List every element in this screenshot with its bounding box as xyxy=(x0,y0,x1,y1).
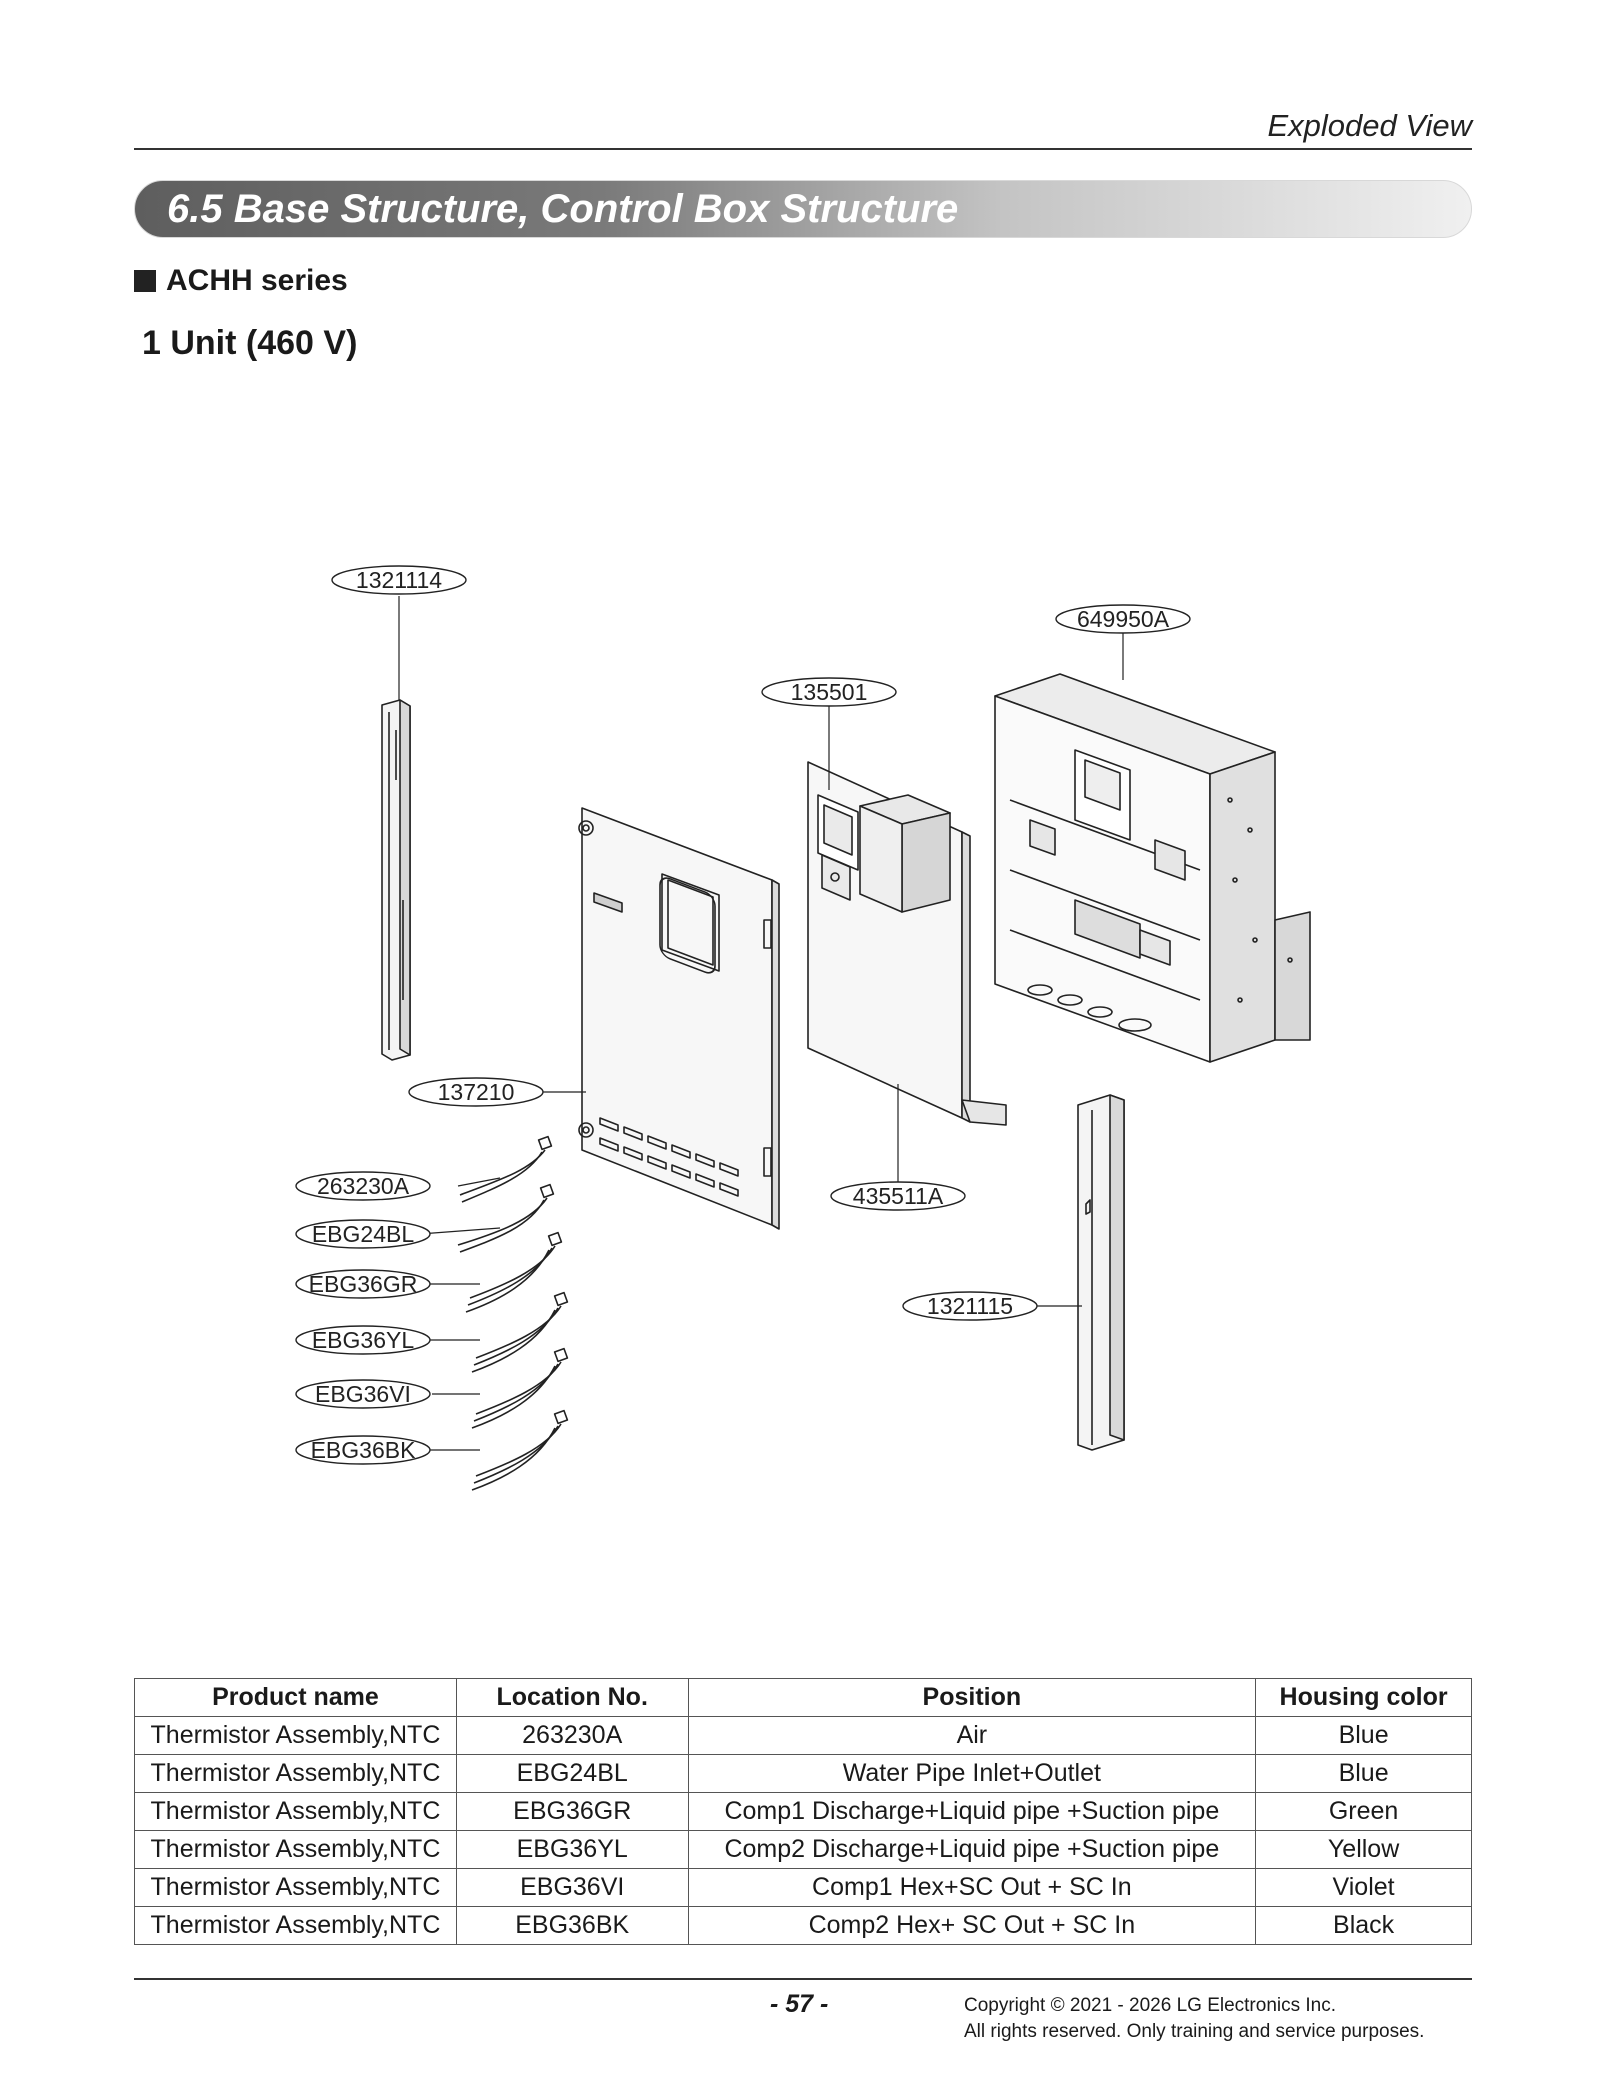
copyright-line-1: Copyright © 2021 - 2026 LG Electronics I… xyxy=(964,1995,1337,2016)
section-title-banner: 6.5 Base Structure, Control Box Structur… xyxy=(134,180,1472,238)
thermistor-harness-EBG36VI xyxy=(471,1347,569,1429)
cell-product-name: Thermistor Assembly,NTC xyxy=(134,1792,457,1831)
table-row: Thermistor Assembly,NTC 263230A Air Blue xyxy=(134,1716,1472,1755)
cell-housing-color: Black xyxy=(1255,1906,1472,1945)
unit-heading: 1 Unit (460 V) xyxy=(142,324,358,362)
cell-housing-color: Green xyxy=(1255,1792,1472,1831)
page-number: - 57 - xyxy=(770,1990,829,2018)
table-row: Thermistor Assembly,NTC EBG36GR Comp1 Di… xyxy=(134,1792,1472,1831)
header-divider xyxy=(134,148,1472,150)
table-row: Thermistor Assembly,NTC EBG36YL Comp2 Di… xyxy=(134,1830,1472,1869)
cell-housing-color: Blue xyxy=(1255,1754,1472,1793)
callout-EBG36YL: EBG36YL xyxy=(312,1327,414,1353)
front-door-panel-part xyxy=(578,807,780,1230)
table-row: Thermistor Assembly,NTC EBG36BK Comp2 He… xyxy=(134,1906,1472,1945)
copyright-notice: Copyright © 2021 - 2026 LG Electronics I… xyxy=(964,1993,1424,2045)
left-side-rail-part xyxy=(381,699,411,1061)
callout-1321115: 1321115 xyxy=(927,1293,1013,1319)
thermistor-harness-EBG36GR xyxy=(465,1231,563,1313)
cell-position: Comp2 Discharge+Liquid pipe +Suction pip… xyxy=(687,1830,1257,1869)
section-header-label: Exploded View xyxy=(1267,108,1472,143)
table-header-row: Product name Location No. Position Housi… xyxy=(134,1678,1472,1717)
callout-137210: 137210 xyxy=(438,1079,515,1105)
table-row: Thermistor Assembly,NTC EBG36VI Comp1 He… xyxy=(134,1868,1472,1907)
callout-435511A: 435511A xyxy=(853,1183,944,1209)
callout-649950A: 649950A xyxy=(1077,606,1170,632)
cell-location-no: 263230A xyxy=(455,1716,689,1755)
thermistor-harness-EBG36YL xyxy=(471,1291,569,1373)
cell-housing-color: Yellow xyxy=(1255,1830,1472,1869)
cell-product-name: Thermistor Assembly,NTC xyxy=(134,1754,457,1793)
thermistor-parts-table: Product name Location No. Position Housi… xyxy=(134,1678,1472,1945)
right-side-rail-part xyxy=(1077,1094,1125,1451)
cell-housing-color: Violet xyxy=(1255,1868,1472,1907)
square-bullet-icon xyxy=(134,270,156,292)
cell-location-no: EBG24BL xyxy=(455,1754,689,1793)
callout-263230A: 263230A xyxy=(317,1173,410,1199)
cell-location-no: EBG36YL xyxy=(455,1830,689,1869)
control-box-part xyxy=(994,673,1311,1063)
cell-location-no: EBG36BK xyxy=(455,1906,689,1945)
table-row: Thermistor Assembly,NTC EBG24BL Water Pi… xyxy=(134,1754,1472,1793)
column-header-housing-color: Housing color xyxy=(1255,1678,1472,1717)
column-header-product-name: Product name xyxy=(134,1678,457,1717)
cell-position: Comp1 Discharge+Liquid pipe +Suction pip… xyxy=(687,1792,1257,1831)
cell-location-no: EBG36GR xyxy=(455,1792,689,1831)
callout-135501: 135501 xyxy=(791,679,868,705)
series-heading: ACHH series xyxy=(134,264,348,298)
cell-product-name: Thermistor Assembly,NTC xyxy=(134,1716,457,1755)
callout-EBG36GR: EBG36GR xyxy=(309,1271,418,1297)
copyright-line-2: All rights reserved. Only training and s… xyxy=(964,2021,1425,2042)
cell-position: Air xyxy=(687,1716,1257,1755)
cell-position: Water Pipe Inlet+Outlet xyxy=(687,1754,1257,1793)
exploded-view-diagram: 1321114 649950A 135501 137210 263230A EB… xyxy=(295,565,1311,1491)
cell-position: Comp1 Hex+SC Out + SC In xyxy=(687,1868,1257,1907)
column-header-location-no: Location No. xyxy=(455,1678,689,1717)
series-label: ACHH series xyxy=(166,264,348,297)
cell-product-name: Thermistor Assembly,NTC xyxy=(134,1830,457,1869)
thermistor-harness-263230A xyxy=(459,1135,553,1203)
cell-position: Comp2 Hex+ SC Out + SC In xyxy=(687,1906,1257,1945)
inner-panel-part xyxy=(807,761,1007,1126)
section-title: 6.5 Base Structure, Control Box Structur… xyxy=(167,187,959,231)
footer-divider xyxy=(134,1978,1472,1980)
callout-EBG24BL: EBG24BL xyxy=(312,1221,414,1247)
callout-EBG36BK: EBG36BK xyxy=(311,1437,416,1463)
column-header-position: Position xyxy=(687,1678,1257,1717)
cell-location-no: EBG36VI xyxy=(455,1868,689,1907)
cell-housing-color: Blue xyxy=(1255,1716,1472,1755)
cell-product-name: Thermistor Assembly,NTC xyxy=(134,1906,457,1945)
callout-1321114: 1321114 xyxy=(356,567,442,593)
thermistor-harness-EBG24BL xyxy=(457,1183,555,1253)
thermistor-harness-EBG36BK xyxy=(471,1409,569,1491)
callout-EBG36VI: EBG36VI xyxy=(315,1381,411,1407)
cell-product-name: Thermistor Assembly,NTC xyxy=(134,1868,457,1907)
